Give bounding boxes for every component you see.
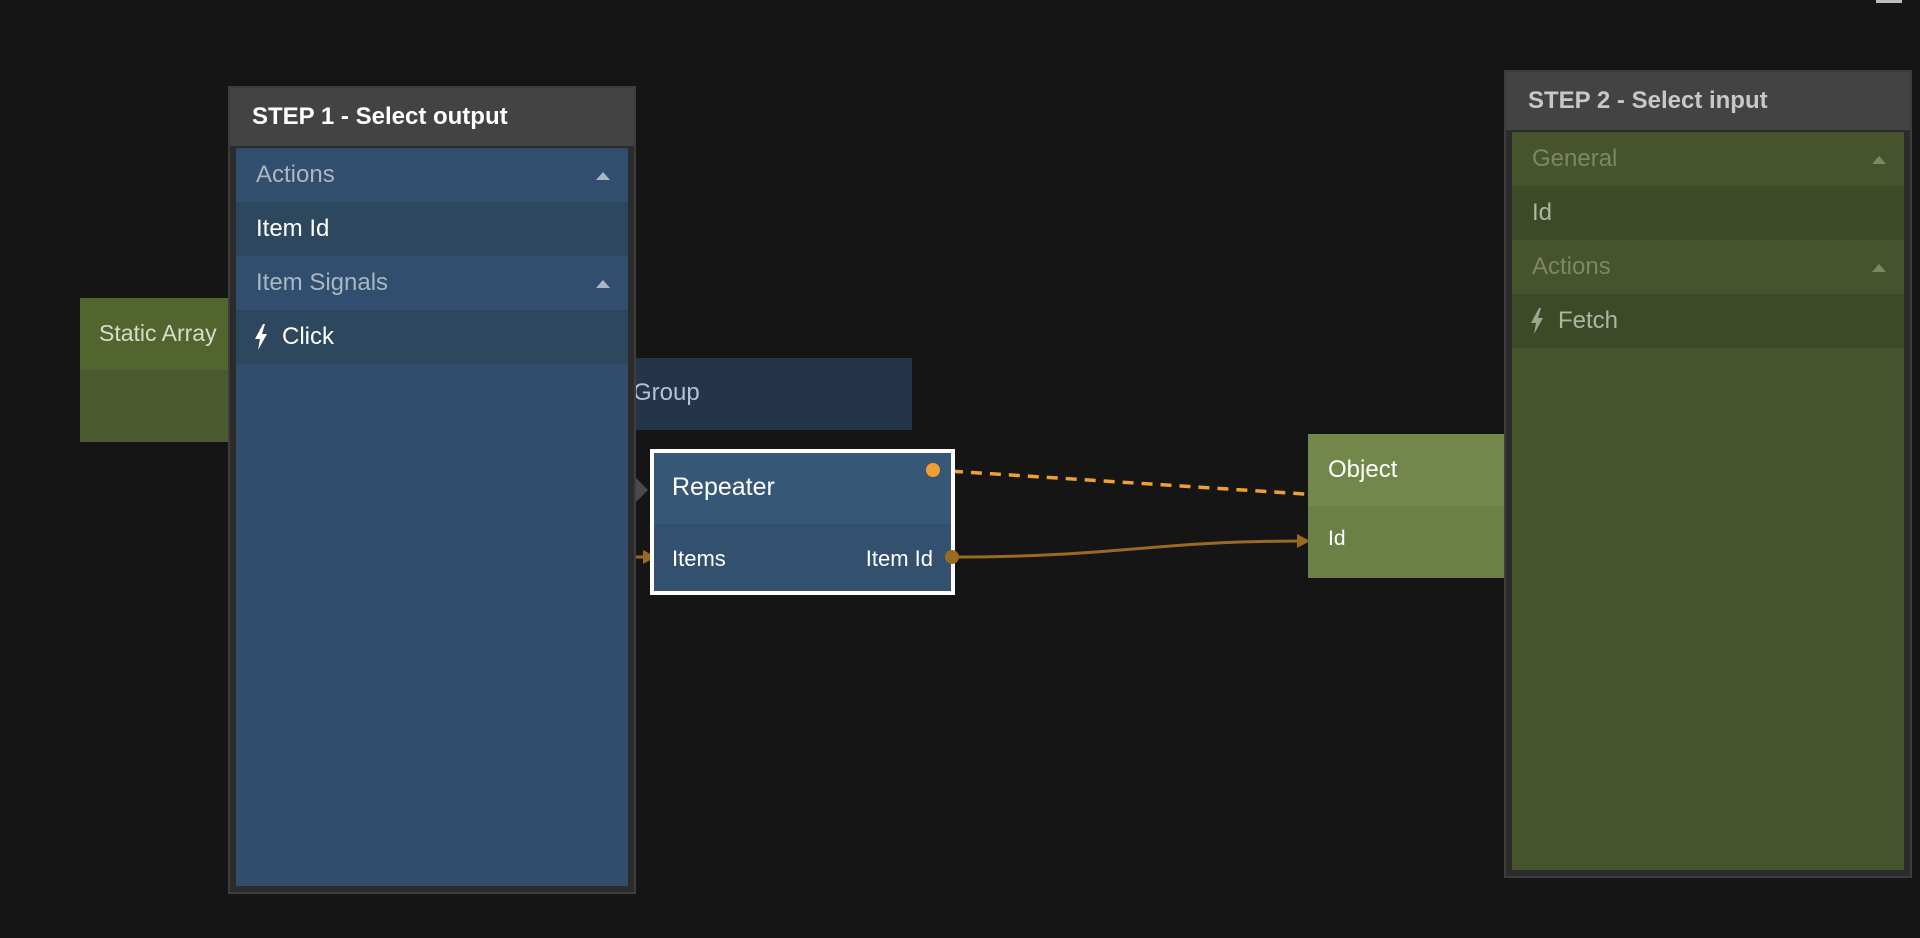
section-header-general[interactable]: General bbox=[1512, 132, 1904, 186]
section-label: General bbox=[1532, 145, 1618, 172]
data-arrowhead bbox=[1297, 534, 1310, 548]
port-item-id[interactable]: Id bbox=[1512, 186, 1904, 240]
step2-list: General Id Actions Fetch bbox=[1512, 132, 1904, 870]
data-connection[interactable] bbox=[950, 539, 1307, 559]
collapse-caret-icon[interactable] bbox=[1872, 264, 1886, 272]
step2-select-input-panel: STEP 2 - Select input General Id Actions… bbox=[1504, 70, 1912, 878]
step2-title: STEP 2 - Select input bbox=[1528, 87, 1768, 114]
repeater-left-notch bbox=[636, 478, 648, 502]
group-node[interactable]: Group bbox=[600, 358, 912, 430]
repeater-title: Repeater bbox=[672, 473, 775, 501]
window-control-icon[interactable] bbox=[1876, 0, 1902, 3]
object-node[interactable]: Object Id bbox=[1308, 434, 1508, 578]
step1-select-output-panel: STEP 1 - Select output Actions Item Id I… bbox=[228, 86, 636, 894]
section-label: Item Signals bbox=[256, 269, 389, 296]
object-header bbox=[1308, 434, 1508, 506]
collapse-caret-icon[interactable] bbox=[596, 172, 610, 180]
collapse-caret-icon[interactable] bbox=[596, 280, 610, 288]
port-label: Click bbox=[282, 323, 334, 350]
repeater-node[interactable]: Repeater Items Item Id bbox=[650, 449, 955, 595]
item-id-output-dot[interactable] bbox=[945, 550, 959, 564]
repeater-item-id-port[interactable]: Item Id bbox=[865, 546, 933, 571]
step1-list: Actions Item Id Item Signals Click bbox=[236, 148, 628, 886]
section-header-actions[interactable]: Actions bbox=[236, 148, 628, 202]
section-header-item-signals[interactable]: Item Signals bbox=[236, 256, 628, 310]
lightning-icon bbox=[255, 324, 267, 350]
object-title: Object bbox=[1328, 456, 1398, 483]
lightning-icon bbox=[1531, 308, 1543, 334]
step1-title: STEP 1 - Select output bbox=[252, 103, 508, 130]
port-label: Item Id bbox=[256, 215, 330, 242]
items-arrowhead bbox=[643, 550, 656, 564]
section-label: Actions bbox=[256, 161, 335, 188]
collapse-caret-icon[interactable] bbox=[1872, 156, 1886, 164]
repeater-items-port[interactable]: Items bbox=[672, 546, 726, 571]
step2-title-bar: STEP 2 - Select input bbox=[1506, 72, 1910, 130]
object-id-port[interactable]: Id bbox=[1328, 527, 1346, 550]
signal-output-dot[interactable] bbox=[926, 463, 940, 477]
step1-title-bar: STEP 1 - Select output bbox=[230, 88, 634, 146]
port-item-item-id[interactable]: Item Id bbox=[236, 202, 628, 256]
section-header-actions[interactable]: Actions bbox=[1512, 240, 1904, 294]
repeater-header bbox=[654, 453, 951, 524]
static-array-header bbox=[80, 298, 240, 370]
group-title: Group bbox=[633, 379, 700, 406]
static-array-node[interactable]: Static Array bbox=[80, 298, 240, 442]
section-label: Actions bbox=[1532, 253, 1611, 280]
port-label: Fetch bbox=[1558, 307, 1619, 334]
port-item-click[interactable]: Click bbox=[236, 310, 628, 364]
repeater-port-dots bbox=[926, 463, 959, 564]
port-label: Id bbox=[1532, 199, 1553, 226]
port-item-fetch[interactable]: Fetch bbox=[1512, 294, 1904, 348]
static-array-title: Static Array bbox=[99, 320, 217, 346]
